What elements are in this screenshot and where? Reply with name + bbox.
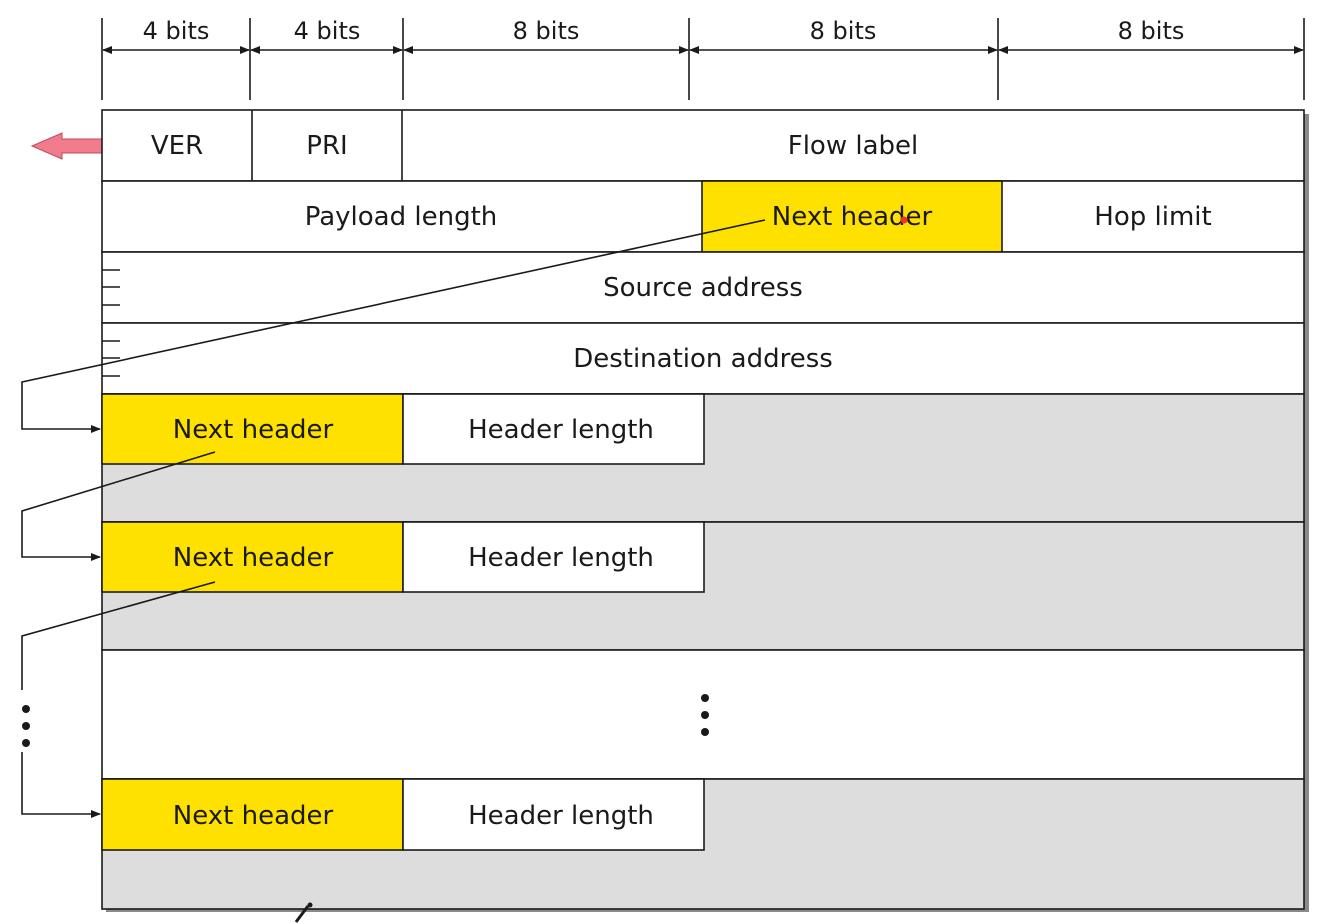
bit-width-ruler: 4 bits 4 bits 8 bits 8 bits 8 bits [101, 17, 1305, 100]
base-header: VER PRI Flow label Payload length Next h… [101, 109, 1305, 395]
ellipsis-dot [22, 739, 30, 747]
bit-width-label: 4 bits [294, 17, 361, 45]
ellipsis-row [101, 649, 1305, 780]
ellipsis-dot [701, 694, 709, 702]
ext-header-length-field: Header length [468, 801, 654, 831]
extension-header-2: Next header Header length [101, 521, 1305, 651]
next-header-pointers [21, 219, 766, 818]
ext-next-header-field: Next header [173, 415, 334, 445]
pointer-ext1-to-ext2 [21, 451, 216, 561]
extension-header-1: Next header Header length [101, 393, 1305, 523]
ellipsis-dot [701, 728, 709, 736]
destination-address-field: Destination address [573, 344, 833, 374]
ext-next-header-field: Next header [173, 801, 334, 831]
ellipsis-dot [22, 705, 30, 713]
pointer-to-ext-last [21, 752, 101, 818]
bit-width-label: 8 bits [810, 17, 877, 45]
ellipsis-dot [22, 722, 30, 730]
ver-field: VER [151, 131, 203, 161]
extension-header-3: Next header Header length [101, 778, 1305, 910]
left-pink-arrow-icon [30, 132, 104, 160]
pen-stroke-mark [294, 905, 310, 923]
row-ver-pri-flow [101, 109, 1305, 182]
source-address-field: Source address [603, 273, 803, 303]
payload-length-field: Payload length [305, 202, 498, 232]
row-destination-address [101, 322, 1305, 395]
pen-stroke-dot [307, 902, 313, 908]
base-next-header-field: Next header [772, 202, 933, 232]
flow-label-field: Flow label [788, 131, 919, 161]
pri-field: PRI [306, 131, 347, 161]
hop-limit-field: Hop limit [1094, 202, 1211, 232]
pointer-base-to-ext1 [21, 219, 766, 433]
pointer-ext2-continue [21, 581, 216, 690]
bit-width-label: 4 bits [143, 17, 210, 45]
bit-width-label: 8 bits [1118, 17, 1185, 45]
ext-header-length-field: Header length [468, 543, 654, 573]
bit-width-label: 8 bits [513, 17, 580, 45]
ext-next-header-field: Next header [173, 543, 334, 573]
ext-header-length-field: Header length [468, 415, 654, 445]
red-dot-marker [900, 216, 908, 224]
ellipsis-dot [701, 711, 709, 719]
